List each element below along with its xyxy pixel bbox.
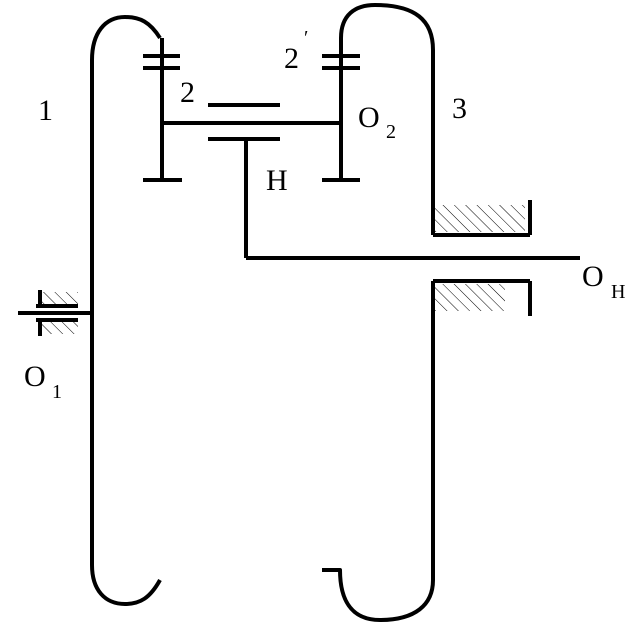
- svg-text:O: O: [582, 260, 604, 293]
- gear-2: [143, 38, 182, 182]
- svg-text:′: ′: [304, 27, 308, 49]
- svg-text:1: 1: [52, 381, 62, 403]
- label-gear-1: 1: [38, 94, 53, 127]
- gear-2-prime: [322, 38, 360, 182]
- label-gear-2-prime: 2 ′: [284, 27, 308, 75]
- fixed-frame-hatching: [435, 205, 525, 311]
- svg-text:O: O: [358, 101, 380, 134]
- svg-text:2: 2: [386, 121, 396, 143]
- label-oh: O H: [582, 260, 625, 303]
- svg-text:H: H: [611, 281, 625, 303]
- carrier-h: [244, 139, 580, 260]
- svg-text:O: O: [24, 360, 46, 393]
- label-o1: O 1: [24, 360, 62, 403]
- gear-1: [18, 15, 162, 606]
- bearing-o1: [36, 290, 78, 336]
- label-carrier-h: H: [266, 164, 288, 197]
- gear-3: [322, 3, 532, 622]
- label-gear-2: 2: [180, 76, 195, 109]
- svg-text:2: 2: [284, 42, 299, 75]
- label-gear-3: 3: [452, 92, 467, 125]
- label-o2: O 2: [358, 101, 396, 143]
